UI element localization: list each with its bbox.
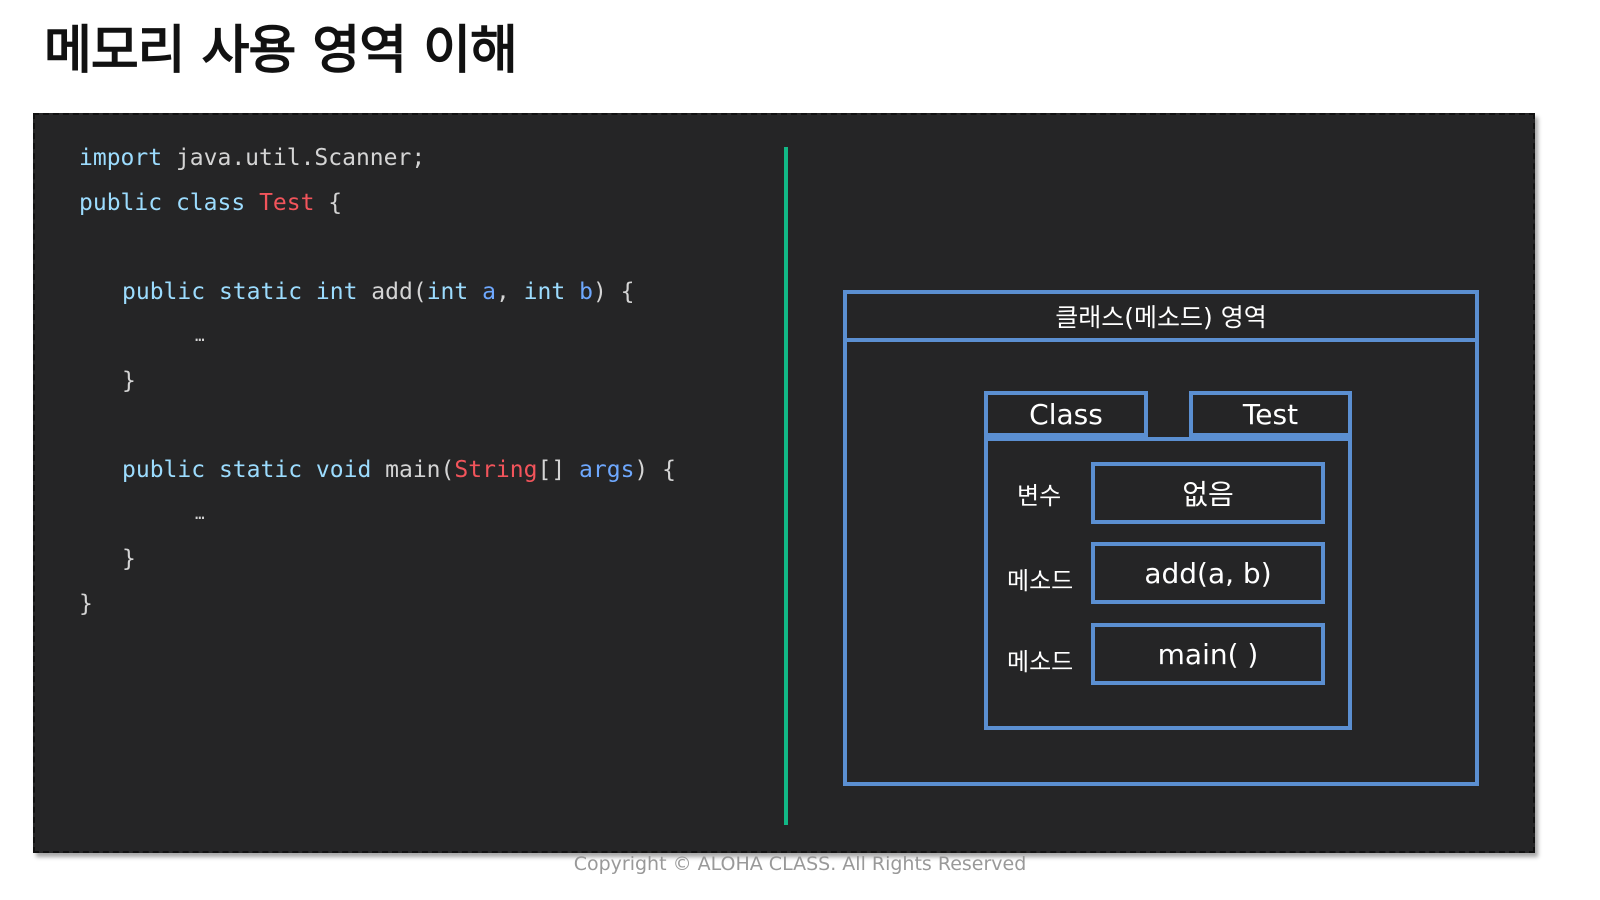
- value-box-variable: 없음: [1091, 462, 1325, 524]
- code-line: public static int add(int a, int b) {: [122, 277, 634, 307]
- code-text: []: [537, 457, 580, 483]
- code-ellipsis: …: [195, 504, 205, 523]
- code-ellipsis: …: [195, 326, 205, 345]
- code-keyword: int: [315, 279, 358, 305]
- content-panel: import java.util.Scanner; public class T…: [33, 113, 1535, 853]
- tab-test: Test: [1189, 391, 1352, 437]
- code-line: }: [122, 546, 136, 572]
- code-text: ) {: [592, 279, 635, 305]
- code-param: a: [482, 279, 496, 305]
- code-keyword: void: [315, 457, 372, 483]
- code-keyword: int: [426, 279, 469, 305]
- code-text: ) {: [634, 457, 676, 483]
- value-box-method-main: main( ): [1091, 623, 1325, 685]
- code-class-name: String: [454, 457, 538, 483]
- code-keyword: public: [122, 279, 206, 305]
- code-param: args: [579, 457, 635, 483]
- code-keyword: public: [79, 190, 163, 216]
- code-text: main(: [371, 457, 455, 483]
- code-text: add(: [357, 279, 427, 305]
- code-text: ,: [495, 279, 524, 305]
- code-keyword: int: [523, 279, 566, 305]
- code-keyword: static: [218, 279, 303, 305]
- code-keyword: public: [122, 457, 206, 483]
- code-line: public static void main(String[] args) {: [122, 455, 676, 485]
- code-text: {: [314, 190, 343, 216]
- class-body: [984, 437, 1352, 730]
- page-title: 메모리 사용 영역 이해: [44, 21, 518, 81]
- code-class-name: Test: [259, 190, 315, 216]
- code-line: public class Test {: [79, 188, 342, 218]
- row-label-method: 메소드: [1007, 567, 1074, 595]
- tab-class: Class: [984, 391, 1148, 437]
- code-keyword: static: [218, 457, 303, 483]
- code-text: java.util.Scanner;: [162, 145, 426, 171]
- code-line: import java.util.Scanner;: [79, 143, 425, 173]
- value-box-method-add: add(a, b): [1091, 542, 1325, 604]
- row-label-variable: 변수: [1017, 482, 1062, 510]
- code-line: }: [79, 591, 93, 617]
- copyright-footer: Copyright © ALOHA CLASS. All Rights Rese…: [573, 853, 1027, 875]
- code-param: b: [579, 279, 593, 305]
- class-method-area: 클래스(메소드) 영역: [843, 290, 1479, 786]
- code-keyword: import: [79, 145, 163, 171]
- area-title: 클래스(메소드) 영역: [847, 294, 1475, 342]
- divider-line: [784, 147, 788, 825]
- code-keyword: class: [175, 190, 246, 216]
- code-line: }: [122, 368, 136, 394]
- row-label-method: 메소드: [1007, 648, 1074, 676]
